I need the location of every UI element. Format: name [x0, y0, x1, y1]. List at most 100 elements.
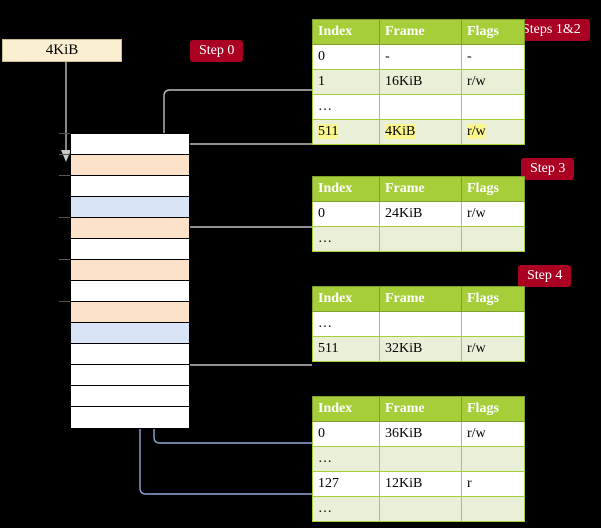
- table-cell-frame: [379, 94, 462, 120]
- th-flags: Flags: [461, 19, 525, 45]
- table-cell-index: 1: [312, 69, 380, 95]
- table-cell-index: …: [312, 226, 380, 252]
- table-cell-flags: r: [461, 471, 525, 497]
- table-cell-frame: 32KiB: [379, 336, 462, 362]
- table-cell-flags: -: [461, 44, 525, 70]
- memory-frame-row: [71, 260, 189, 281]
- memory-tick-3: [59, 217, 71, 218]
- badge-step-3: Step 3: [521, 158, 575, 180]
- memory-frame-row: [71, 407, 189, 428]
- table-row: …: [312, 496, 525, 522]
- table-cell-index: …: [312, 94, 380, 120]
- wire-src-to-mem: [59, 55, 67, 150]
- memory-frame-row: [71, 176, 189, 197]
- memory-frame-row: [71, 218, 189, 239]
- th-index: Index: [312, 19, 380, 45]
- physical-memory-column: [70, 133, 190, 429]
- table-cell-flags: r/w: [461, 336, 525, 362]
- table-header-row: Index Frame Flags: [312, 19, 525, 45]
- table-cell-index: 0: [312, 44, 380, 70]
- memory-frame-row: [71, 134, 189, 155]
- table-cell-frame: -: [379, 44, 462, 70]
- table-header-row: Index Frame Flags: [312, 396, 525, 422]
- source-page-label: 4KiB: [45, 42, 79, 58]
- badge-steps-1-2-label: Steps 1&2: [522, 22, 581, 37]
- table-cell-flags: [461, 94, 525, 120]
- memory-frame-row: [71, 239, 189, 260]
- memory-frame-row: [71, 302, 189, 323]
- table-cell-index: …: [312, 311, 380, 337]
- table-cell-index: 0: [312, 421, 380, 447]
- table-cell-flags: r/w: [461, 119, 525, 145]
- memory-tick-1: [59, 154, 71, 155]
- badge-step-0: Step 0: [190, 40, 244, 62]
- memory-frame-row: [71, 155, 189, 176]
- table-cell-flags: [461, 311, 525, 337]
- memory-tick-2: [59, 175, 71, 176]
- table-cell-flags: r/w: [461, 201, 525, 227]
- memory-frame-row: [71, 344, 189, 365]
- table-cell-index: 0: [312, 201, 380, 227]
- table-row: …: [312, 226, 525, 252]
- th-index: Index: [312, 286, 380, 312]
- memory-frame-row: [71, 365, 189, 386]
- table-cell-index: 511: [312, 119, 380, 145]
- badge-steps-1-2: Steps 1&2: [513, 19, 590, 41]
- table-cell-flags: [461, 226, 525, 252]
- table-cell-flags: [461, 496, 525, 522]
- wire-t3r511-to-mem: [179, 318, 312, 366]
- table-cell-flags: r/w: [461, 421, 525, 447]
- memory-tick-0: [59, 133, 71, 134]
- memory-frame-row: [71, 323, 189, 344]
- table-cell-index: …: [312, 496, 380, 522]
- table-cell-flags: [461, 446, 525, 472]
- table-cell-frame: [379, 311, 462, 337]
- table-cell-frame: [379, 446, 462, 472]
- table-cell-frame: 16KiB: [379, 69, 462, 95]
- table-cell-index: …: [312, 446, 380, 472]
- source-page-box: 4KiB: [2, 39, 122, 62]
- table-cell-frame: 12KiB: [379, 471, 462, 497]
- badge-step-0-label: Step 0: [199, 43, 235, 58]
- memory-frame-row: [71, 197, 189, 218]
- table-cell-flags: r/w: [461, 69, 525, 95]
- th-flags: Flags: [461, 176, 525, 202]
- table-cell-index: 127: [312, 471, 380, 497]
- table-header-row: Index Frame Flags: [312, 176, 525, 202]
- table-row: …: [312, 311, 525, 337]
- wire-t2r0-to-mem: [179, 226, 312, 252]
- memory-frame-row: [71, 281, 189, 302]
- badge-step-4-label: Step 4: [527, 268, 563, 283]
- th-frame: Frame: [379, 19, 462, 45]
- table-cell-frame: 36KiB: [379, 421, 462, 447]
- badge-step-4: Step 4: [518, 265, 572, 287]
- badge-step-3-label: Step 3: [530, 161, 566, 176]
- table-cell-index: 511: [312, 336, 380, 362]
- th-flags: Flags: [461, 286, 525, 312]
- table-cell-frame: [379, 226, 462, 252]
- memory-tick-4: [59, 259, 71, 260]
- memory-tick-5: [59, 301, 71, 302]
- th-index: Index: [312, 396, 380, 422]
- th-flags: Flags: [461, 396, 525, 422]
- table-row: 0--: [312, 44, 525, 70]
- th-frame: Frame: [379, 286, 462, 312]
- table-cell-frame: [379, 496, 462, 522]
